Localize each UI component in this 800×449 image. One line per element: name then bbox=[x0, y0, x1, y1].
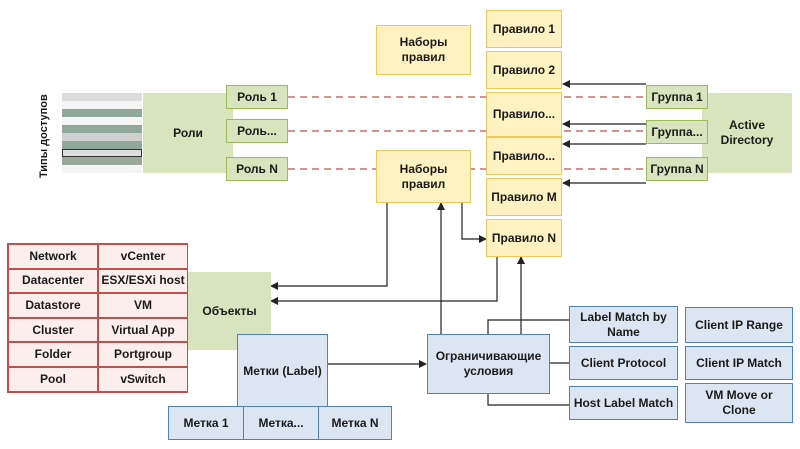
label-n-text: Метка N bbox=[331, 415, 379, 430]
labels-box: Метки (Label) bbox=[237, 334, 328, 408]
constraint-label-match: Label Match by Name bbox=[569, 306, 678, 343]
object-cell: VM bbox=[98, 293, 188, 318]
label-1: Метка 1 bbox=[168, 406, 244, 440]
constraint-vm-move-clone-text: VM Move or Clone bbox=[705, 388, 773, 417]
role-n: Роль N bbox=[226, 157, 288, 181]
access-type-stripe bbox=[62, 125, 142, 133]
arrow-ruleset-objects-1 bbox=[270, 203, 388, 290]
rule-set-bottom-label: Наборы правил bbox=[399, 161, 448, 191]
labels-title: Метки (Label) bbox=[243, 363, 322, 378]
constraint-client-protocol: Client Protocol bbox=[569, 346, 678, 380]
access-type-stripe bbox=[62, 149, 142, 157]
rule-mid-1: Правило... bbox=[486, 92, 562, 137]
rule-m-label: Правило M bbox=[491, 189, 557, 204]
constraint-label-match-text: Label Match by Name bbox=[580, 309, 667, 339]
rule-mid-2: Правило... bbox=[486, 137, 562, 175]
object-cell: Pool bbox=[8, 367, 98, 392]
object-cell: Datacenter bbox=[8, 268, 98, 294]
rule-1: Правило 1 bbox=[486, 10, 562, 48]
role-mid: Роль... bbox=[226, 119, 288, 143]
group-mid-label: Группа... bbox=[651, 124, 703, 139]
access-type-stripe bbox=[62, 133, 142, 141]
object-cell: Datastore bbox=[8, 293, 98, 318]
roles-box: Роли bbox=[143, 93, 233, 173]
rule-mid-1-label: Правило... bbox=[492, 107, 556, 121]
constraint-client-ip-match-text: Client IP Match bbox=[696, 355, 782, 370]
group-1: Группа 1 bbox=[646, 85, 708, 109]
constraint-host-label-match-text: Host Label Match bbox=[573, 395, 674, 410]
object-cell: Network bbox=[8, 244, 98, 269]
rule-set-bottom: Наборы правил bbox=[376, 150, 471, 203]
access-types-label: Типы доступов bbox=[38, 94, 50, 178]
object-cell: Folder bbox=[8, 342, 98, 367]
access-type-stripe bbox=[62, 109, 142, 117]
rule-n-label: Правило N bbox=[491, 230, 557, 245]
access-type-stripe bbox=[62, 157, 142, 165]
rule-set-top: Наборы правил bbox=[376, 25, 471, 75]
access-type-stripe bbox=[62, 117, 142, 125]
constraint-vm-move-clone: VM Move or Clone bbox=[685, 383, 793, 423]
access-type-stripe bbox=[62, 101, 142, 109]
label-mid: Метка... bbox=[243, 406, 319, 440]
access-type-stripe bbox=[62, 165, 142, 173]
rule-2: Правило 2 bbox=[486, 51, 562, 89]
group-mid: Группа... bbox=[646, 120, 708, 144]
constraint-host-label-match: Host Label Match bbox=[569, 386, 678, 420]
group-n: Группа N bbox=[646, 157, 708, 181]
rule-2-label: Правило 2 bbox=[492, 62, 556, 77]
access-type-stripe bbox=[62, 93, 142, 101]
rule-m: Правило M bbox=[486, 178, 562, 216]
constraints-box: Ограничивающие условия bbox=[427, 334, 550, 394]
constraint-client-ip-range-text: Client IP Range bbox=[695, 317, 783, 332]
rule-1-label: Правило 1 bbox=[492, 21, 556, 36]
object-cell: Virtual App bbox=[98, 317, 188, 343]
constraint-client-ip-range: Client IP Range bbox=[685, 307, 793, 343]
rule-n: Правило N bbox=[486, 219, 562, 257]
group-n-label: Группа N bbox=[650, 161, 704, 176]
object-cell: Portgroup bbox=[98, 342, 188, 367]
label-n: Метка N bbox=[318, 406, 392, 440]
object-cell: Cluster bbox=[8, 317, 98, 343]
constraint-client-protocol-text: Client Protocol bbox=[580, 355, 667, 370]
role-mid-label: Роль... bbox=[237, 123, 277, 138]
object-cell: ESX/ESXi host bbox=[98, 268, 188, 294]
label-mid-text: Метка... bbox=[258, 415, 304, 430]
rule-set-top-label: Наборы правил bbox=[399, 35, 448, 64]
roles-title: Роли bbox=[173, 125, 203, 140]
label-1-text: Метка 1 bbox=[183, 415, 229, 430]
active-directory-title: Active Directory bbox=[720, 118, 774, 147]
access-type-stripe bbox=[62, 141, 142, 149]
object-cell: vSwitch bbox=[98, 367, 188, 392]
object-cell: vCenter bbox=[98, 244, 188, 269]
role-n-label: Роль N bbox=[236, 161, 278, 176]
arrow-ruleset-ruleN bbox=[461, 203, 487, 243]
objects-title: Объекты bbox=[202, 303, 257, 318]
constraint-client-ip-match: Client IP Match bbox=[685, 346, 793, 380]
role-1-label: Роль 1 bbox=[237, 89, 277, 104]
constraints-title: Ограничивающие условия bbox=[435, 349, 542, 378]
rule-mid-2-label: Правило... bbox=[492, 148, 556, 163]
arrow-ruleN-objects bbox=[270, 257, 498, 305]
group-1-label: Группа 1 bbox=[651, 89, 703, 104]
active-directory-box: Active Directory bbox=[702, 93, 792, 173]
role-1: Роль 1 bbox=[226, 85, 288, 109]
